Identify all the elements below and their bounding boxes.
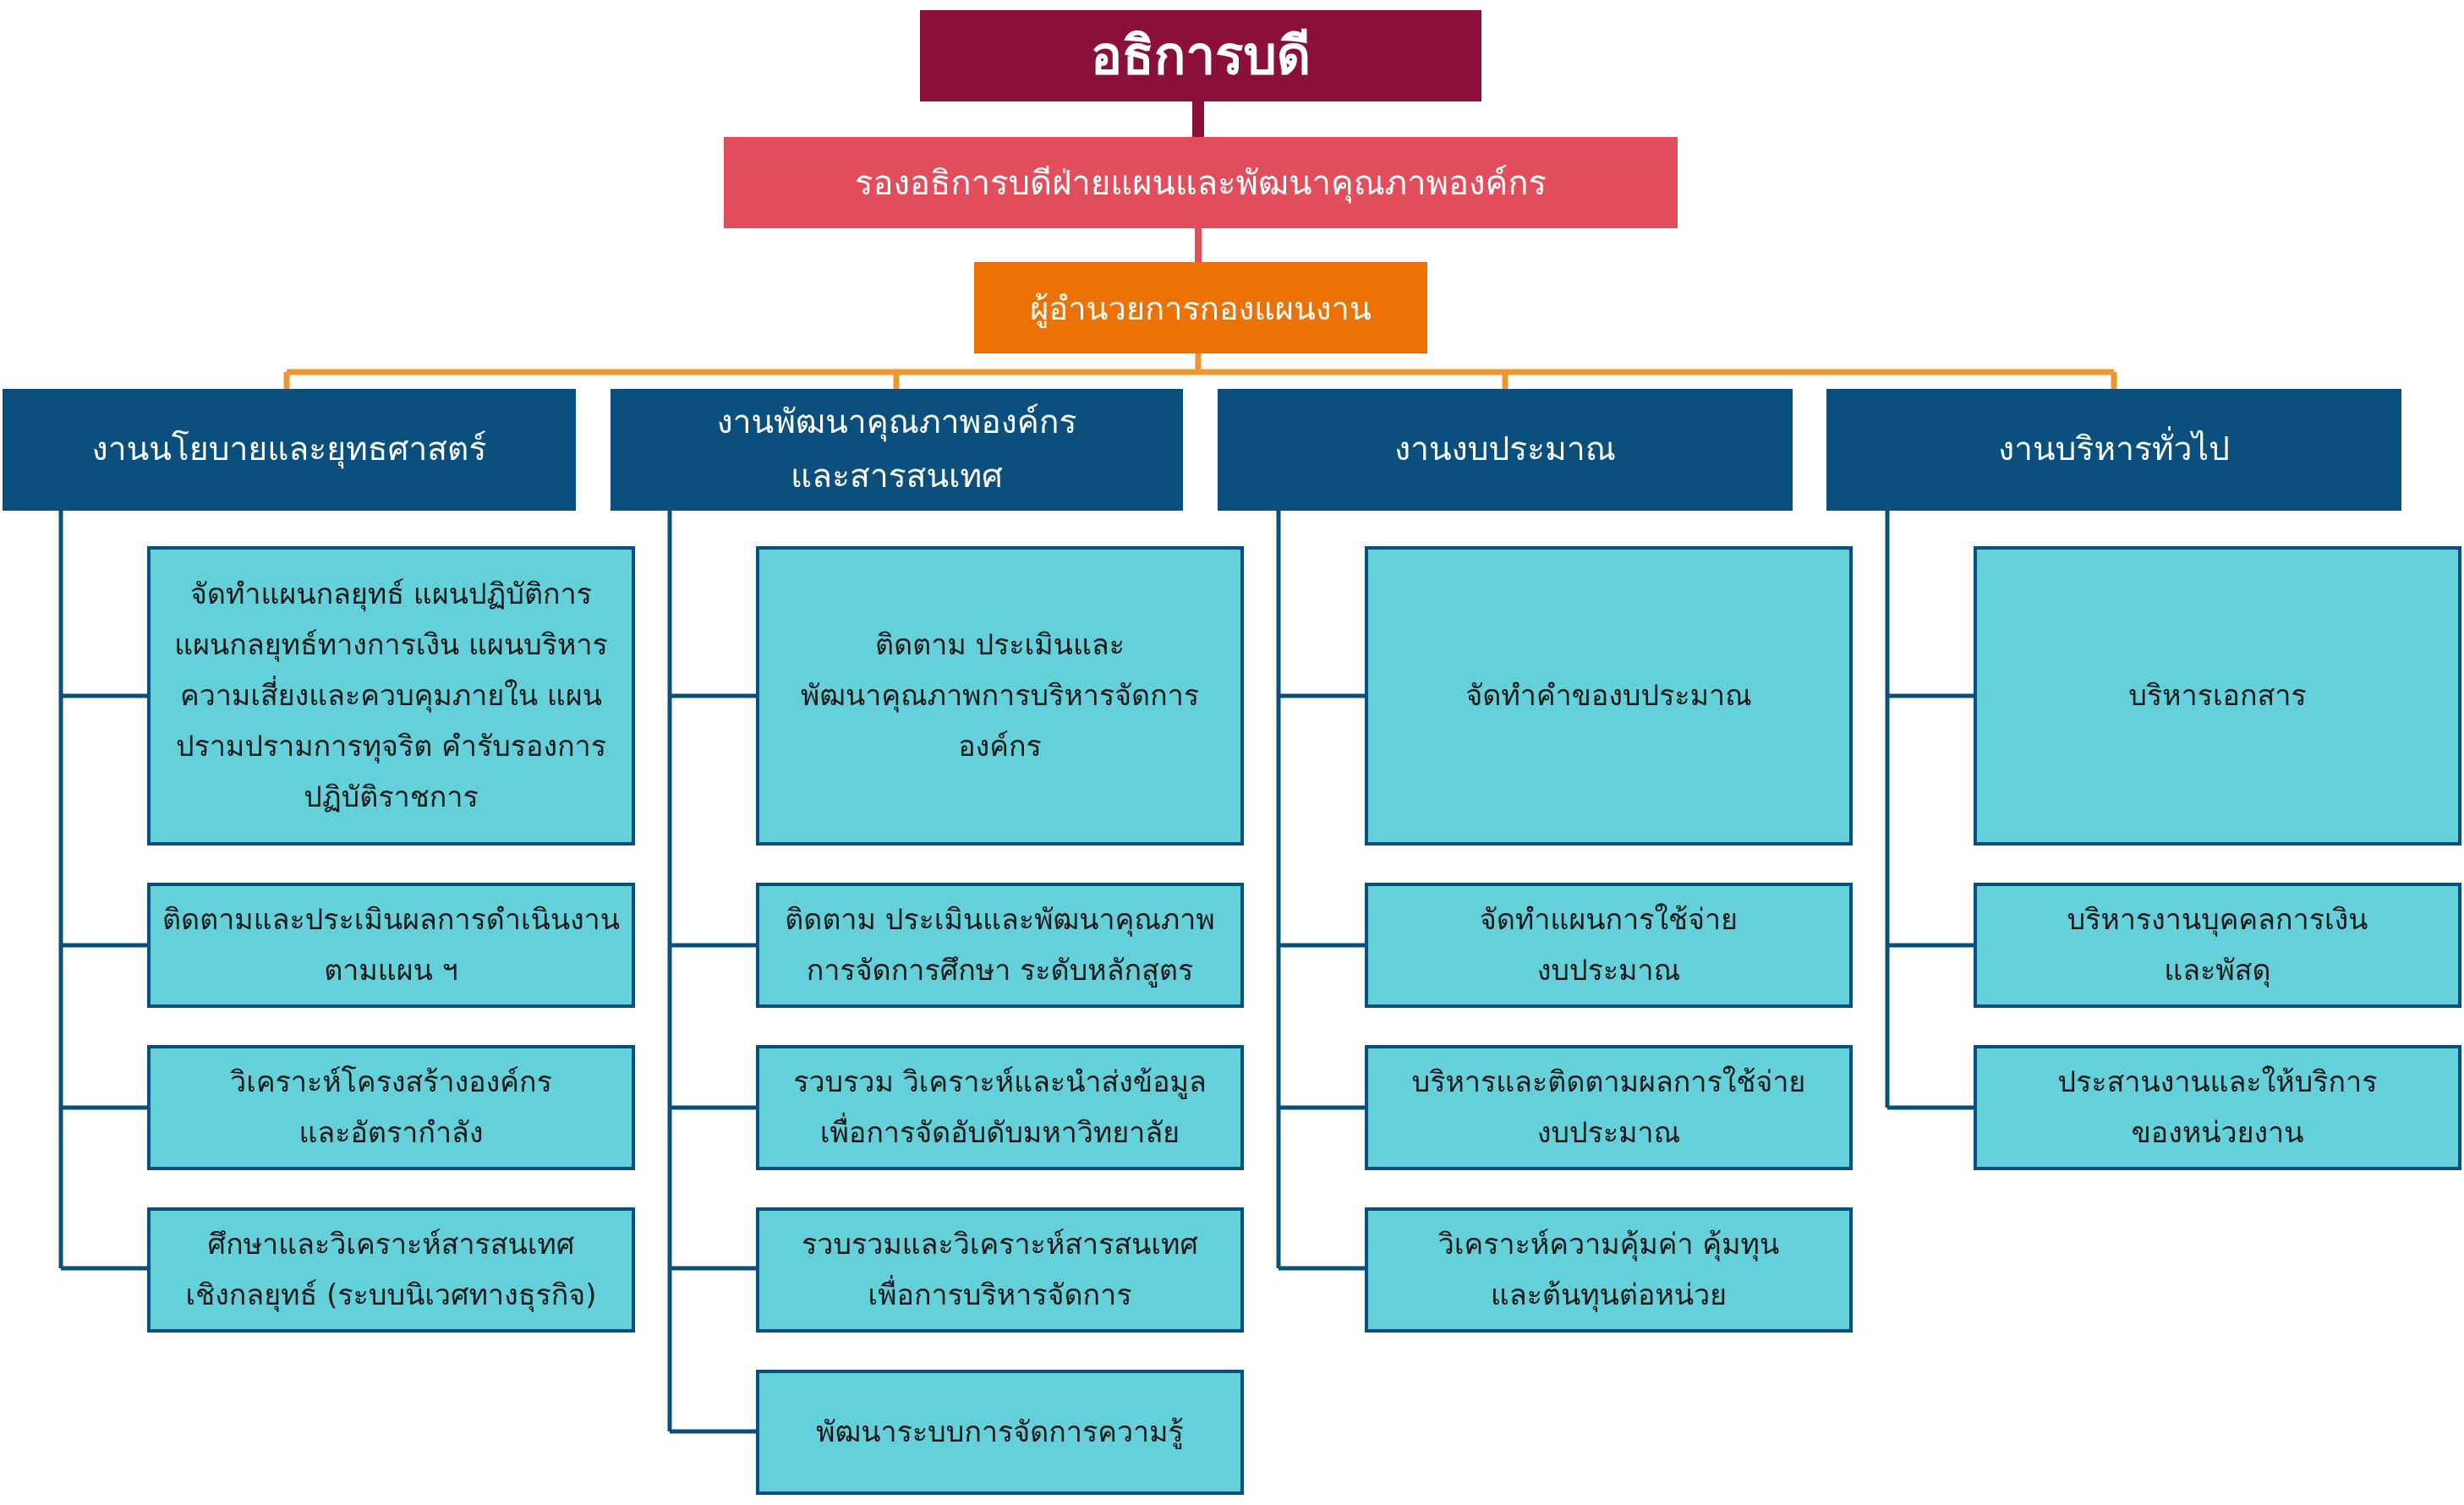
task-org-structure-analysis: วิเคราะห์โครงสร้างองค์กร และอัตรากำลัง bbox=[147, 1045, 635, 1170]
section-policy-strategy: งานนโยบายและยุทธศาสตร์ bbox=[3, 389, 576, 511]
vice-president-box: รองอธิการบดีฝ่ายแผนและพัฒนาคุณภาพองค์กร bbox=[724, 137, 1678, 228]
section-quality-information: งานพัฒนาคุณภาพองค์กร และสารสนเทศ bbox=[611, 389, 1183, 511]
task-curriculum-quality: ติดตาม ประเมินและพัฒนาคุณภาพ การจัดการศึ… bbox=[756, 883, 1244, 1008]
task-budget-spending-plan: จัดทำแผนการใช้จ่าย งบประมาณ bbox=[1365, 883, 1853, 1008]
task-personnel-finance: บริหารงานบุคคลการเงิน และพัสดุ bbox=[1974, 883, 2461, 1008]
task-management-information: รวบรวมและวิเคราะห์สารสนเทศ เพื่อการบริหา… bbox=[756, 1207, 1244, 1333]
task-cost-analysis: วิเคราะห์ความคุ้มค่า คุ้มทุน และต้นทุนต่… bbox=[1365, 1207, 1853, 1333]
task-budget-request: จัดทำคำของบประมาณ bbox=[1365, 546, 1853, 846]
task-knowledge-management: พัฒนาระบบการจัดการความรู้ bbox=[756, 1370, 1244, 1495]
task-management-quality: ติดตาม ประเมินและ พัฒนาคุณภาพการบริหารจั… bbox=[756, 546, 1244, 846]
section-budget: งานงบประมาณ bbox=[1218, 389, 1793, 511]
task-budget-monitoring: บริหารและติดตามผลการใช้จ่าย งบประมาณ bbox=[1365, 1045, 1853, 1170]
president-box: อธิการบดี bbox=[920, 10, 1481, 101]
director-box: ผู้อำนวยการกองแผนงาน bbox=[974, 262, 1427, 353]
task-plan-monitoring: ติดตามและประเมินผลการดำเนินงาน ตามแผน ฯ bbox=[147, 883, 635, 1008]
task-ranking-data: รวบรวม วิเคราะห์และนำส่งข้อมูล เพื่อการจ… bbox=[756, 1045, 1244, 1170]
section-general-admin: งานบริหารทั่วไป bbox=[1826, 389, 2401, 511]
task-coordination-service: ประสานงานและให้บริการ ของหน่วยงาน bbox=[1974, 1045, 2461, 1170]
task-strategic-information: ศึกษาและวิเคราะห์สารสนเทศ เชิงกลยุทธ์ (ร… bbox=[147, 1207, 635, 1333]
task-document-management: บริหารเอกสาร bbox=[1974, 546, 2461, 846]
task-strategic-plans: จัดทำแผนกลยุทธ์ แผนปฏิบัติการ แผนกลยุทธ์… bbox=[147, 546, 635, 846]
